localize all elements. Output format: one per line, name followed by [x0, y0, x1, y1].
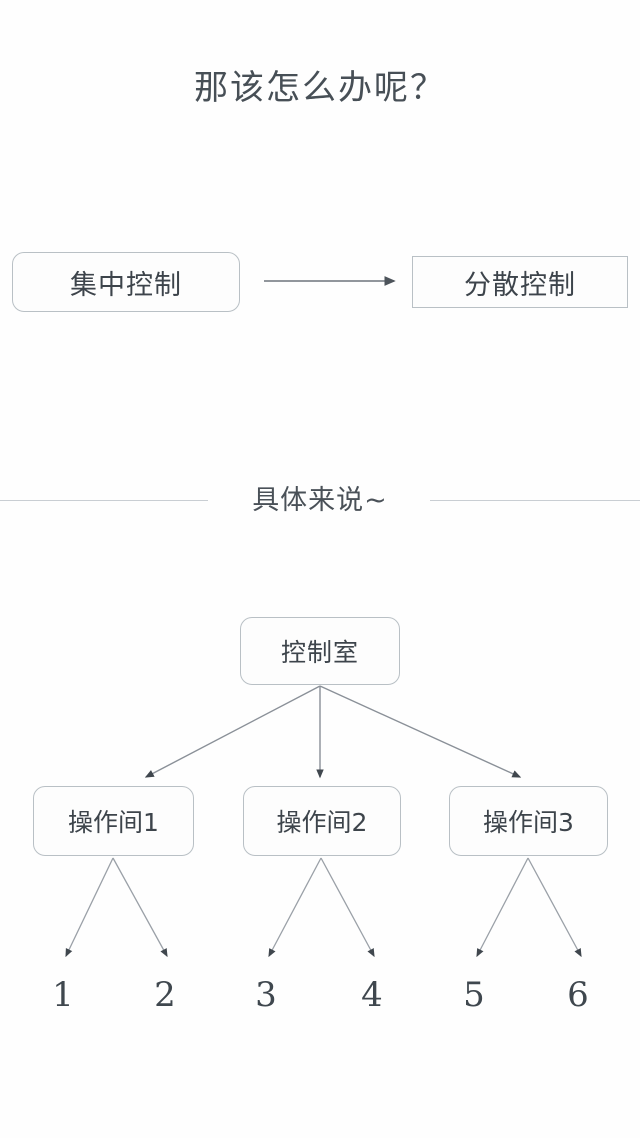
leaf-node-3: 3 — [255, 975, 277, 1015]
node-operation-room-1-label: 操作间1 — [68, 808, 159, 837]
edge-op3-to-leaf6 — [527, 857, 582, 958]
leaf-node-6: 6 — [567, 975, 589, 1015]
section-divider: 具体来说~ — [0, 478, 640, 524]
node-operation-room-3: 操作间3 — [449, 786, 608, 856]
edge-op1-to-leaf2 — [112, 857, 168, 958]
edge-control-room-to-op1 — [144, 685, 321, 778]
node-distributed-control-label: 分散控制 — [464, 269, 576, 301]
node-distributed-control: 分散控制 — [412, 256, 628, 308]
divider-line-right — [430, 500, 640, 501]
leaf-node-4: 4 — [361, 975, 383, 1015]
node-centralized-control: 集中控制 — [12, 252, 240, 312]
node-operation-room-3-label: 操作间3 — [483, 808, 574, 837]
page-title: 那该怎么办呢？ — [194, 68, 446, 108]
leaf-node-1: 1 — [52, 975, 74, 1015]
leaf-node-2: 2 — [154, 975, 176, 1015]
node-centralized-control-label: 集中控制 — [70, 269, 182, 301]
node-control-room: 控制室 — [240, 617, 400, 685]
edge-control-room-to-op3 — [319, 685, 522, 778]
edge-op1-to-leaf1 — [65, 857, 114, 958]
node-operation-room-2: 操作间2 — [243, 786, 401, 856]
edge-op3-to-leaf5 — [476, 857, 529, 958]
node-operation-room-1: 操作间1 — [33, 786, 194, 856]
edge-op2-to-leaf4 — [320, 857, 375, 958]
divider-caption: 具体来说~ — [252, 485, 388, 516]
node-control-room-label: 控制室 — [280, 638, 359, 667]
leaf-node-5: 5 — [463, 975, 485, 1015]
divider-line-left — [0, 500, 208, 501]
node-operation-room-2-label: 操作间2 — [276, 808, 368, 837]
edge-op2-to-leaf3 — [268, 857, 322, 958]
